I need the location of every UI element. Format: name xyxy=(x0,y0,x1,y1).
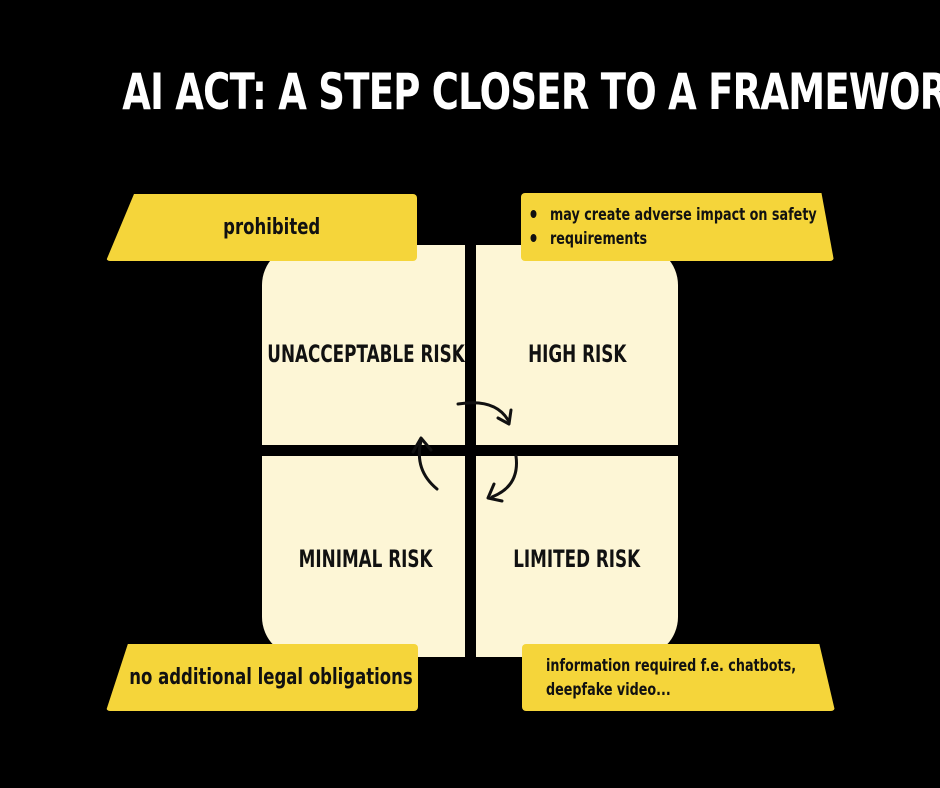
bullet-icon xyxy=(530,210,537,218)
quadrant-limited-risk: LIMITED RISK xyxy=(476,456,678,657)
tag-limited-risk-line-1: information required f.e. chatbots, xyxy=(546,656,797,676)
quadrant-high-risk: HIGH RISK xyxy=(476,245,678,445)
tag-prohibited: prohibited xyxy=(106,194,417,261)
tag-limited-risk-line-2: deepfake video... xyxy=(546,680,671,700)
tag-no-obligations: no additional legal obligations xyxy=(106,644,418,711)
quadrant-unacceptable-risk: UNACCEPTABLE RISK xyxy=(262,245,465,445)
quadrant-label-limited-risk: LIMITED RISK xyxy=(513,545,641,573)
tag-high-risk-list: may create adverse impact on safety requ… xyxy=(529,203,834,251)
list-item: may create adverse impact on safety xyxy=(529,203,817,227)
list-item-text: requirements xyxy=(550,229,648,249)
tag-no-obligations-text: no additional legal obligations xyxy=(129,665,413,690)
quadrant-label-unacceptable-risk: UNACCEPTABLE RISK xyxy=(267,340,465,368)
quadrant-minimal-risk: MINIMAL RISK xyxy=(262,456,465,657)
list-item: requirements xyxy=(529,227,817,251)
page-title: AI ACT: A STEP CLOSER TO A FRAMEWORK xyxy=(122,63,940,121)
quadrant-label-minimal-risk: MINIMAL RISK xyxy=(299,545,433,573)
tag-high-risk-notes: may create adverse impact on safety requ… xyxy=(521,193,834,261)
quadrant-label-high-risk: HIGH RISK xyxy=(527,340,627,368)
bullet-icon xyxy=(530,234,537,242)
tag-limited-risk-notes: information required f.e. chatbots, deep… xyxy=(522,644,835,711)
list-item-text: may create adverse impact on safety xyxy=(550,205,817,225)
tag-prohibited-text: prohibited xyxy=(222,215,321,240)
